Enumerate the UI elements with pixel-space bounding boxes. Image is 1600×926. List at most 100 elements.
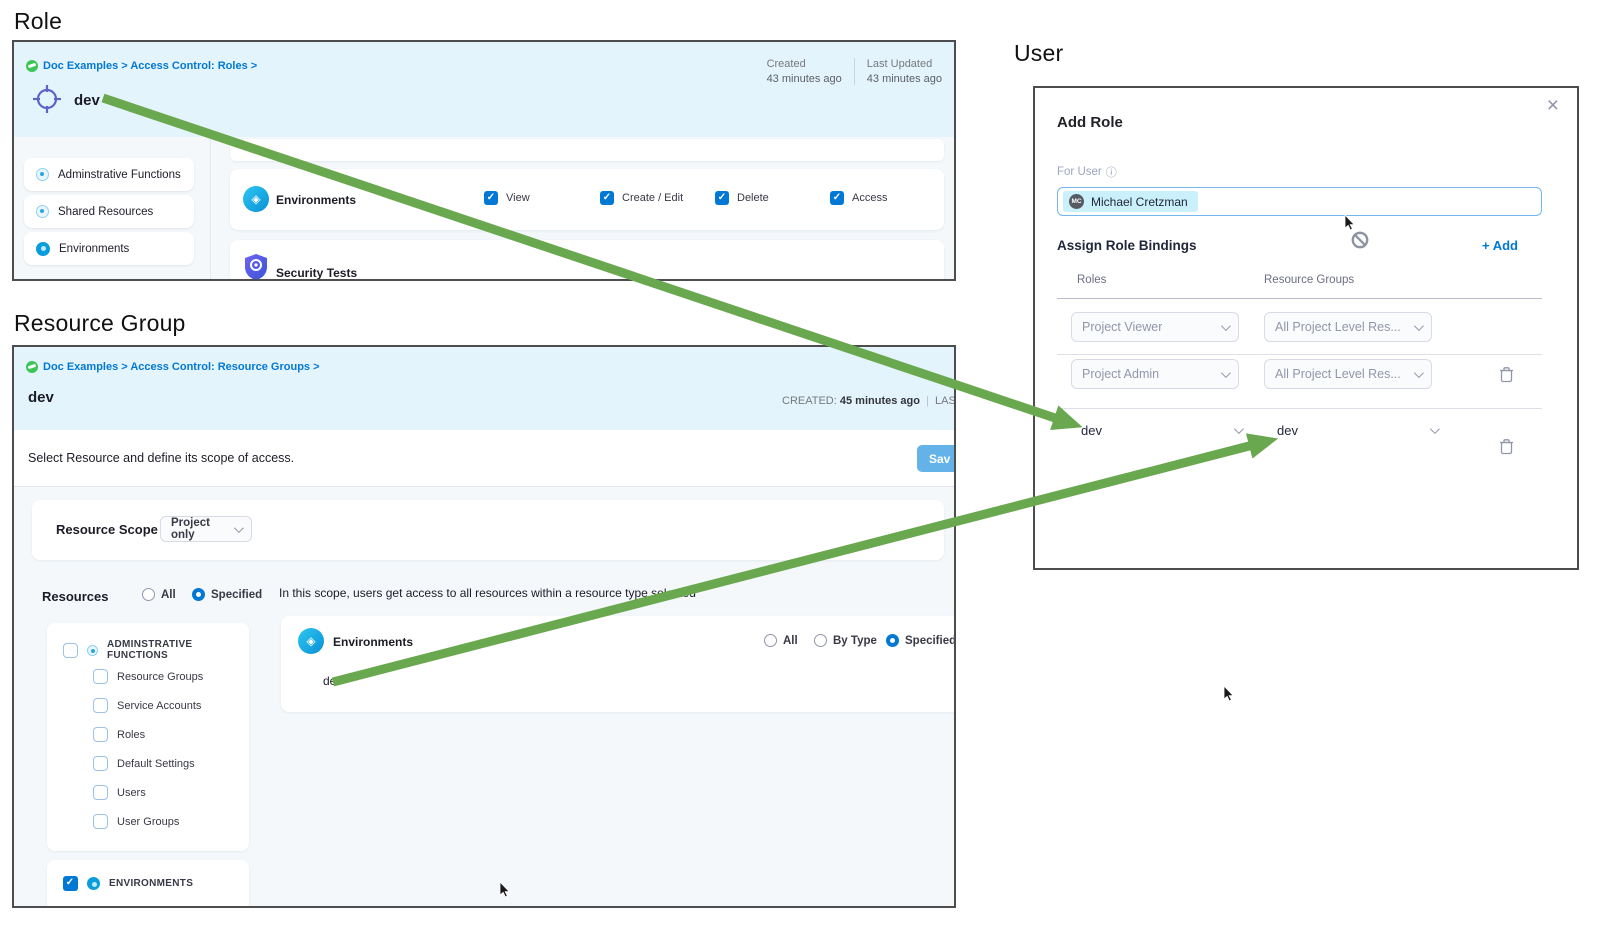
environments-icon: [87, 877, 100, 890]
environments-icon: [36, 241, 50, 256]
role-title: dev: [74, 92, 100, 109]
for-user-row: For User ⓘ: [1057, 164, 1117, 180]
avatar: MC: [1069, 194, 1084, 209]
user-chip[interactable]: MC Michael Cretzman: [1063, 191, 1198, 212]
tree-item-user-groups[interactable]: User Groups: [93, 814, 179, 829]
checkbox-checked-icon[interactable]: [600, 191, 614, 205]
save-button[interactable]: Sav: [917, 445, 954, 472]
category-icon: [36, 205, 49, 218]
group-dropdown-row3[interactable]: dev: [1277, 416, 1440, 444]
checkbox-unchecked-icon[interactable]: [63, 642, 78, 658]
checkbox-unchecked-icon[interactable]: [93, 814, 108, 829]
env-scope-value: dev: [323, 674, 343, 688]
role-dropdown-row3[interactable]: dev: [1081, 416, 1244, 444]
chevron-down-icon: [1233, 423, 1244, 434]
meta-divider: [853, 58, 855, 85]
role-sidebar-divider: [210, 137, 211, 279]
radio-off-icon[interactable]: [142, 588, 155, 601]
chevron-down-icon: [1220, 320, 1231, 331]
env-radio-by-type[interactable]: By Type: [814, 634, 877, 647]
role-breadcrumb[interactable]: Doc Examples > Access Control: Roles >: [26, 60, 257, 72]
environments-icon: [298, 628, 324, 654]
sidebar-item-administrative-functions[interactable]: Adminstrative Functions: [24, 158, 194, 191]
group-dropdown-row2[interactable]: All Project Level Res...: [1264, 359, 1432, 389]
tree-item-users[interactable]: Users: [93, 785, 146, 800]
tree-item-label: Roles: [117, 728, 146, 741]
permission-view[interactable]: View: [484, 191, 530, 205]
environments-tree-card: ENVIRONMENTS: [47, 860, 249, 906]
checkbox-checked-icon[interactable]: [830, 191, 844, 205]
resource-scope-value: Project only: [171, 517, 210, 541]
harness-logo-icon: [26, 361, 38, 373]
tree-item-label: Users: [117, 786, 146, 799]
dialog-title: Add Role: [1057, 114, 1123, 131]
tree-item-default-settings[interactable]: Default Settings: [93, 756, 195, 771]
permission-row-label: Environments: [276, 193, 357, 207]
role-breadcrumb-text[interactable]: Doc Examples > Access Control: Roles >: [43, 60, 258, 72]
tree-item-resource-groups[interactable]: Resource Groups: [93, 669, 203, 684]
checkbox-unchecked-icon[interactable]: [93, 727, 108, 742]
checkbox-unchecked-icon[interactable]: [93, 698, 108, 713]
resources-radio-all[interactable]: All: [142, 588, 176, 601]
checkbox-checked-icon[interactable]: [484, 191, 498, 205]
rg-updated-label: LAST UPD: [935, 395, 956, 407]
resource-group-section-heading: Resource Group: [14, 310, 186, 336]
tree-parent-environments[interactable]: ENVIRONMENTS: [63, 876, 193, 891]
permission-row-label: Security Tests: [276, 266, 358, 280]
security-tests-permission-row: Security Tests: [230, 240, 944, 280]
group-dropdown-value: All Project Level Res...: [1275, 320, 1401, 334]
permission-create-edit[interactable]: Create / Edit: [600, 191, 683, 205]
radio-off-icon[interactable]: [814, 634, 827, 647]
sidebar-item-label: Shared Resources: [58, 205, 154, 218]
table-divider: [1057, 298, 1542, 299]
rg-created-value: 45 minutes ago: [839, 395, 920, 407]
role-meta: Created 43 minutes ago Last Updated 43 m…: [767, 58, 942, 85]
chevron-down-icon: [1413, 367, 1424, 378]
assign-role-bindings-label: Assign Role Bindings: [1057, 238, 1197, 253]
resource-scope-dropdown[interactable]: Project only: [160, 516, 252, 542]
delete-binding-icon[interactable]: [1499, 438, 1514, 455]
env-radio-specified[interactable]: Specified: [886, 634, 954, 647]
tree-item-roles[interactable]: Roles: [93, 727, 145, 742]
radio-off-icon[interactable]: [764, 634, 777, 647]
role-crosshair-icon: [33, 85, 61, 113]
rg-breadcrumb-text[interactable]: Doc Examples > Access Control: Resource …: [43, 361, 320, 373]
add-role-dialog: × Add Role For User ⓘ MC Michael Cretzma…: [1033, 86, 1579, 570]
environments-scope-card: Environments All By Type Specified dev: [281, 616, 954, 712]
rg-created-label: CREATED:: [782, 395, 837, 407]
tree-item-service-accounts[interactable]: Service Accounts: [93, 698, 201, 713]
permission-label: Delete: [737, 192, 769, 204]
sidebar-item-environments[interactable]: Environments: [24, 232, 194, 265]
resources-radio-specified[interactable]: Specified: [192, 588, 262, 601]
role-dropdown-row1[interactable]: Project Viewer: [1071, 312, 1239, 342]
add-binding-button[interactable]: + Add: [1482, 238, 1518, 253]
close-icon[interactable]: ×: [1546, 94, 1559, 117]
role-panel: Doc Examples > Access Control: Roles > d…: [12, 40, 956, 281]
permission-label: View: [506, 192, 530, 204]
permission-delete[interactable]: Delete: [715, 191, 769, 205]
tree-parent-admin-functions[interactable]: ADMINSTRATIVE FUNCTIONS: [63, 639, 249, 661]
cursor-arrow: [1223, 685, 1235, 702]
category-icon: [36, 168, 49, 181]
group-dropdown-row1[interactable]: All Project Level Res...: [1264, 312, 1432, 342]
radio-on-icon[interactable]: [192, 588, 205, 601]
permission-access[interactable]: Access: [830, 191, 887, 205]
radio-on-icon[interactable]: [886, 634, 899, 647]
partial-permission-row: [230, 139, 944, 161]
checkbox-unchecked-icon[interactable]: [93, 669, 108, 684]
checkbox-unchecked-icon[interactable]: [93, 785, 108, 800]
info-icon[interactable]: ⓘ: [1105, 167, 1117, 179]
radio-label: All: [783, 634, 798, 647]
created-label: Created: [766, 58, 806, 70]
sidebar-item-shared-resources[interactable]: Shared Resources: [24, 195, 194, 228]
checkbox-unchecked-icon[interactable]: [93, 756, 108, 771]
rg-breadcrumb[interactable]: Doc Examples > Access Control: Resource …: [26, 361, 320, 373]
checkbox-checked-icon[interactable]: [63, 876, 78, 891]
role-dropdown-row2[interactable]: Project Admin: [1071, 359, 1239, 389]
for-user-input[interactable]: MC Michael Cretzman: [1057, 187, 1542, 216]
rg-title: dev: [28, 389, 54, 406]
checkbox-checked-icon[interactable]: [715, 191, 729, 205]
env-radio-all[interactable]: All: [764, 634, 798, 647]
delete-binding-icon[interactable]: [1499, 366, 1514, 383]
